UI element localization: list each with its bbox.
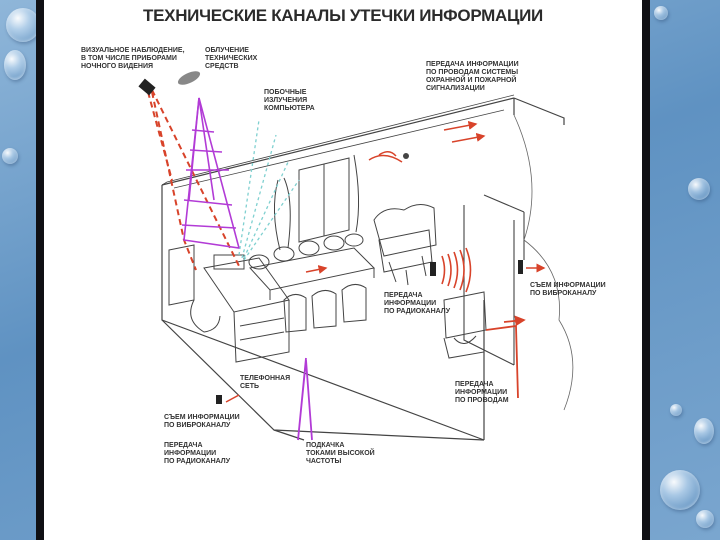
label-alarm-wires: ПЕРЕДАЧА ИНФОРМАЦИИ ПО ПРОВОДАМ СИСТЕМЫ … [426, 61, 519, 92]
water-droplet [694, 418, 714, 444]
water-droplet [660, 470, 700, 510]
label-computer-emissions: ПОБОЧНЫЕ ИЗЛУЧЕНИЯ КОМПЬЮТЕРА [264, 89, 315, 112]
window [273, 154, 360, 251]
room-diagram [138, 71, 574, 441]
radio-waves-right [441, 247, 472, 293]
phone-line [225, 394, 240, 403]
label-phone-network: ТЕЛЕФОННАЯ СЕТЬ [240, 375, 291, 390]
label-radio-center: ПЕРЕДАЧА ИНФОРМАЦИИ ПО РАДИОКАНАЛУ [384, 292, 451, 315]
wire-transmission-line [485, 315, 526, 399]
satellite-dish-icon [177, 71, 201, 85]
conference-table [248, 233, 376, 333]
left-background [0, 0, 36, 540]
computer-emission-rays [238, 119, 300, 261]
right-wall [463, 114, 574, 411]
sofa-set [373, 204, 437, 286]
vibro-channel-right [518, 260, 546, 274]
label-radio-left: ПЕРЕДАЧА ИНФОРМАЦИИ ПО РАДИОКАНАЛУ [164, 442, 231, 465]
water-droplet [6, 8, 40, 42]
water-droplet [2, 148, 18, 164]
water-droplet [670, 404, 682, 416]
telescope-icon [138, 78, 156, 96]
label-vibro-left: СЪЕМ ИНФОРМАЦИИ ПО ВИБРОКАНАЛУ [164, 414, 240, 429]
radio-bug-icon [430, 262, 436, 276]
room-walls [161, 94, 565, 441]
water-droplet [688, 178, 710, 200]
right-background [650, 0, 720, 540]
label-vibro-right: СЪЕМ ИНФОРМАЦИИ ПО ВИБРОКАНАЛУ [530, 282, 606, 297]
hf-pumping-spike [297, 357, 313, 441]
label-irradiation: ОБЛУЧЕНИЕ ТЕХНИЧЕСКИХ СРЕДСТВ [205, 47, 258, 70]
water-droplet [654, 6, 668, 20]
label-visual-observation: ВИЗУАЛЬНОЕ НАБЛЮДЕНИЕ, В ТОМ ЧИСЛЕ ПРИБО… [81, 47, 185, 70]
slide-title: ТЕХНИЧЕСКИЕ КАНАЛЫ УТЕЧКИ ИНФОРМАЦИИ [143, 6, 543, 25]
phone-socket-icon [216, 395, 222, 404]
water-droplet [4, 50, 26, 80]
desk-with-computer [168, 244, 290, 363]
center-radio-arrows [305, 265, 328, 274]
slide: ТЕХНИЧЕСКИЕ КАНАЛЫ УТЕЧКИ ИНФОРМАЦИИ [44, 0, 642, 540]
irradiation-beams [181, 97, 241, 249]
alarm-transmission-arrows [368, 120, 486, 163]
label-hf-pumping: ПОДКАЧКА ТОКАМИ ВЫСОКОЙ ЧАСТОТЫ [306, 442, 375, 465]
label-wire-transmission: ПЕРЕДАЧА ИНФОРМАЦИИ ПО ПРОВОДАМ [455, 381, 509, 404]
water-droplet [696, 510, 714, 528]
alarm-sensor-icon [403, 153, 409, 159]
